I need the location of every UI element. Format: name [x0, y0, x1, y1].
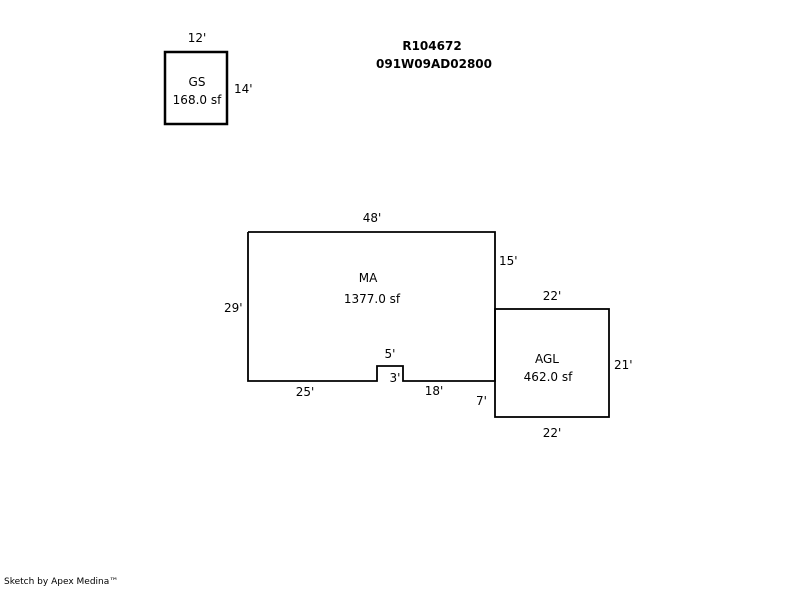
parcel-id: R104672: [402, 39, 462, 53]
gs-code: GS: [188, 75, 206, 89]
agl-dim-top: 22': [542, 289, 562, 303]
gs-dim-right: 14': [234, 82, 253, 96]
agl-dim-left: 7': [476, 394, 487, 408]
gs-outline: [163, 50, 229, 126]
ma-dim-notch-top: 5': [384, 347, 396, 361]
agl-dim-bottom: 22': [542, 426, 562, 440]
ma-code: MA: [358, 271, 378, 285]
ma-dim-bottom-right: 18': [424, 384, 444, 398]
ma-dim-bottom-left: 25': [295, 385, 315, 399]
ma-dim-right: 15': [499, 254, 518, 268]
agl-dim-right: 21': [614, 358, 633, 372]
ma-area: 1377.0 sf: [343, 292, 401, 306]
ma-outline: [247, 231, 496, 382]
agl-code: AGL: [535, 352, 559, 366]
gs-area: 168.0 sf: [172, 93, 222, 107]
ma-dim-top: 48': [362, 211, 382, 225]
map-number: 091W09AD02800: [376, 57, 492, 71]
ma-dim-notch-side: 3': [389, 371, 401, 385]
ma-dim-left: 29': [224, 301, 243, 315]
gs-dim-top: 12': [187, 31, 207, 45]
agl-area: 462.0 sf: [523, 370, 573, 384]
sketch-credit: Sketch by Apex Medina™: [4, 577, 119, 587]
agl-outline: [494, 308, 610, 418]
